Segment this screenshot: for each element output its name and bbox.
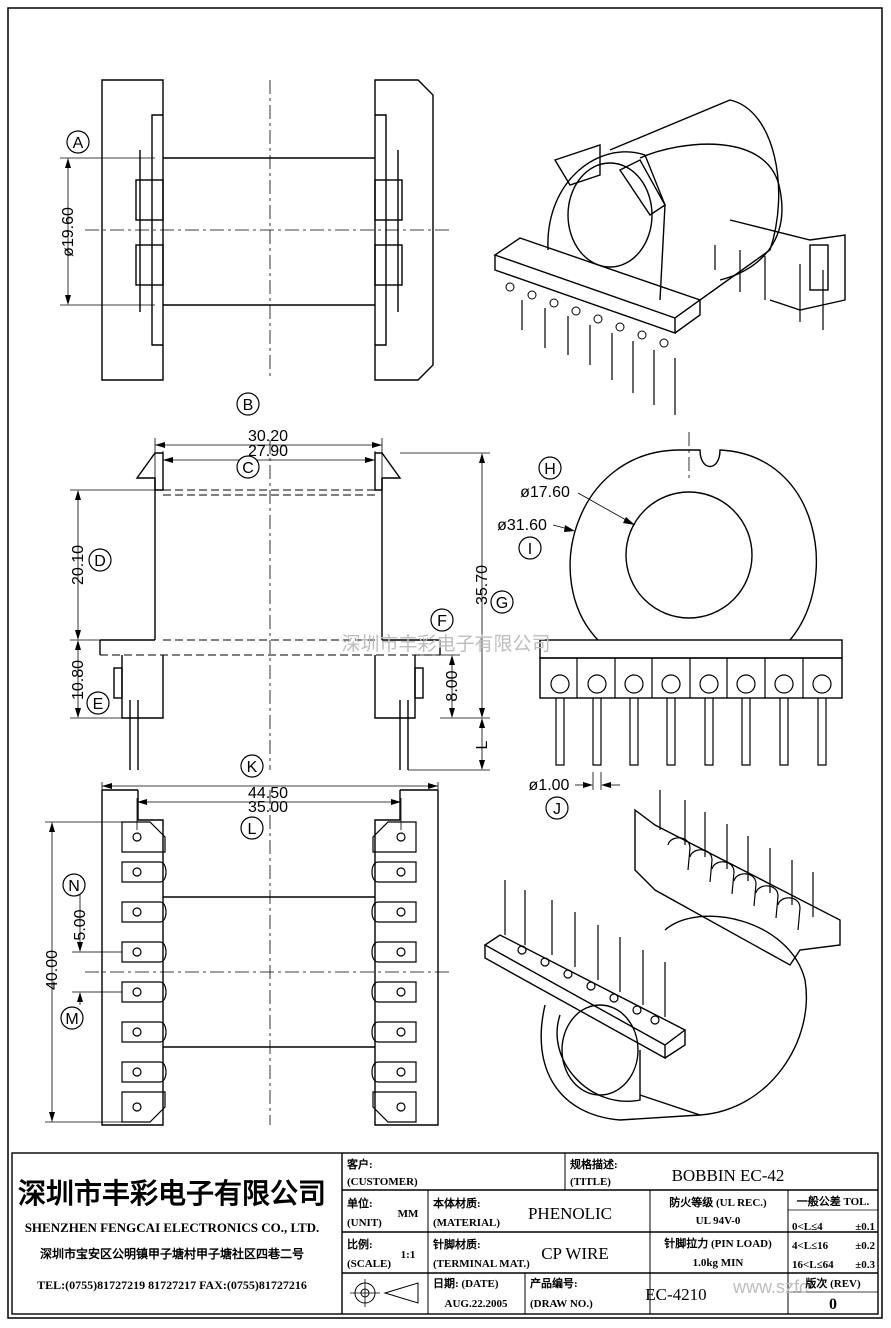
front-arrows <box>564 517 635 788</box>
marker-e <box>86 691 110 715</box>
marker-h <box>538 456 562 480</box>
marker-a <box>66 130 90 154</box>
marker-g-label: G <box>496 595 508 612</box>
marker-j <box>545 796 569 820</box>
marker-c-label: C <box>242 460 254 477</box>
title-label-en: (TITLE) <box>570 1176 611 1188</box>
bottom-arrows <box>49 783 438 1122</box>
marker-d <box>88 548 112 572</box>
terminal-label-cn: 针脚材质: <box>433 1237 481 1251</box>
marker-i <box>518 536 542 560</box>
marker-f-label: F <box>437 613 447 630</box>
scale-label-cn: 比例: <box>347 1237 373 1251</box>
rev-value: 0 <box>829 1296 837 1313</box>
arrow <box>65 295 71 305</box>
marker-j-label: J <box>553 801 561 818</box>
marker-n-label: N <box>68 878 80 895</box>
view-side <box>70 438 490 771</box>
unit-label-cn: 单位: <box>347 1196 373 1210</box>
terminal-label-en: (TERMINAL MAT.) <box>433 1258 530 1270</box>
dim-31-60: ø31.60 <box>497 517 547 534</box>
marker-g <box>490 590 514 614</box>
tolerance-value-2: ±0.2 <box>855 1240 875 1252</box>
drawno-label-cn: 产品编号: <box>530 1276 578 1290</box>
marker-b-label: B <box>243 397 254 414</box>
dim-17-60: ø17.60 <box>520 484 570 501</box>
marker-d-label: D <box>94 553 106 570</box>
marker-b <box>236 392 260 416</box>
customer-label-cn: 客户: <box>346 1157 373 1171</box>
pinload-value: 1.0kg MIN <box>693 1257 744 1269</box>
drawno-label-en: (DRAW NO.) <box>530 1298 593 1310</box>
view-top-profile <box>60 79 450 381</box>
pinload-label: 针脚拉力 (PIN LOAD) <box>664 1236 772 1250</box>
tolerance-range-2: 4<L≤16 <box>792 1240 829 1252</box>
marker-i-label: I <box>528 541 532 558</box>
drawno-value: EC-4210 <box>645 1285 706 1304</box>
scale-label-en: (SCALE) <box>347 1258 391 1270</box>
scale-value: 1:1 <box>401 1249 416 1261</box>
view-3d-bottom <box>483 790 841 1121</box>
marker-a-label: A <box>73 135 84 152</box>
dim-8-00: 8.00 <box>444 670 461 701</box>
dim-l: L <box>474 740 491 749</box>
title-value: BOBBIN EC-42 <box>672 1166 785 1185</box>
company-contact: TEL:(0755)81727219 81727217 FAX:(0755)81… <box>37 1278 307 1292</box>
view-3d-top <box>493 99 846 415</box>
company-name-en: SHENZHEN FENGCAI ELECTRONICS CO., LTD. <box>25 1220 320 1235</box>
marker-f <box>430 608 454 632</box>
dim-27-90: 27.90 <box>248 443 288 460</box>
site-watermark: www.szfc <box>732 1277 808 1297</box>
dim-1-00: ø1.00 <box>529 777 570 794</box>
tolerance-value-1: ±0.1 <box>855 1221 875 1233</box>
terminal-value: CP WIRE <box>541 1244 609 1263</box>
marker-m <box>60 1006 84 1030</box>
drawing-border <box>7 7 883 1319</box>
marker-k <box>240 754 264 778</box>
date-label: 日期: (DATE) <box>433 1276 499 1290</box>
tolerance-label: 一般公差 TOL. <box>797 1194 870 1208</box>
view-bottom <box>45 782 450 1126</box>
marker-l <box>240 816 264 840</box>
unit-value: MM <box>398 1208 419 1220</box>
title-block <box>11 1152 879 1315</box>
dim-30-20: 30.20 <box>248 428 288 445</box>
rev-label: 版次 (REV) <box>805 1276 861 1290</box>
customer-label-en: (CUSTOMER) <box>347 1176 418 1188</box>
dim-20-10: 20.10 <box>70 545 87 585</box>
marker-n <box>62 873 86 897</box>
marker-h-label: H <box>544 461 556 478</box>
title-label-cn: 规格描述: <box>570 1157 618 1171</box>
tolerance-range-1: 0<L≤4 <box>792 1221 823 1233</box>
dim-35-00: 35.00 <box>248 799 288 816</box>
unit-label-en: (UNIT) <box>347 1217 382 1229</box>
company-name-cn: 深圳市丰彩电子有限公司 <box>18 1177 326 1210</box>
marker-l-label: L <box>248 821 257 838</box>
marker-e-label: E <box>93 696 104 713</box>
dim-5-00: 5.00 <box>72 909 89 940</box>
company-address: 深圳市宝安区公明镇甲子塘村甲子塘社区四巷二号 <box>40 1246 304 1261</box>
material-label-cn: 本体材质: <box>433 1196 481 1210</box>
arrow <box>65 158 71 168</box>
marker-k-label: K <box>247 759 258 776</box>
dim-40-00: 40.00 <box>44 950 61 990</box>
marker-m-label: M <box>65 1011 78 1028</box>
dim-19-60: ø19.60 <box>60 207 77 257</box>
watermark: 深圳市丰彩电子有限公司 <box>341 633 550 655</box>
date-value: AUG.22.2005 <box>445 1298 508 1310</box>
ul-value: UL 94V-0 <box>696 1215 741 1227</box>
view-front <box>539 432 843 790</box>
ul-label: 防火等级 (UL REC.) <box>669 1195 767 1209</box>
dim-44-50: 44.50 <box>248 785 288 802</box>
tolerance-value-3: ±0.3 <box>855 1259 875 1271</box>
material-label-en: (MATERIAL) <box>433 1217 500 1229</box>
marker-c <box>236 455 260 479</box>
material-value: PHENOLIC <box>528 1204 612 1223</box>
dim-35-70: 35.70 <box>474 565 491 605</box>
tolerance-range-3: 16<L≤64 <box>792 1259 834 1271</box>
dim-10-80: 10.80 <box>70 660 87 700</box>
side-arrows <box>75 442 485 770</box>
